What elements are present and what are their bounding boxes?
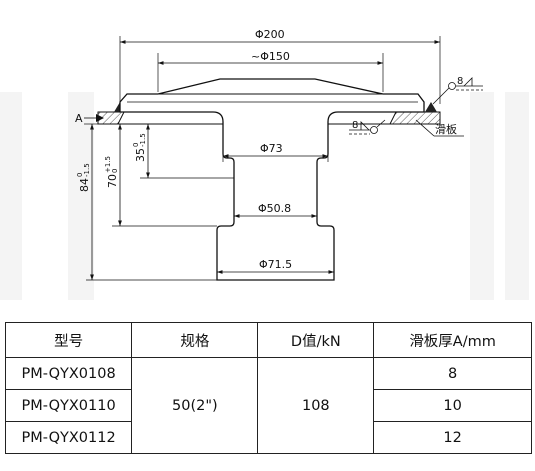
dim-d50-8: Φ50.8 [258,202,291,215]
dim-h35: 35 0 -1.5 [132,133,147,162]
watermark-bar [505,92,529,300]
dim-d150: ~Φ150 [251,50,290,63]
thickness-cell: 10 [373,389,532,422]
part-outline [119,78,425,281]
d-value-cell: 108 [257,357,375,454]
weld-fillet-right [425,102,437,112]
svg-text:0: 0 [132,143,140,147]
extension-lines [84,36,441,281]
weld-size-bottom: 8 [352,120,358,131]
header-spec: 规格 [131,322,259,358]
header-model: 型号 [4,322,133,358]
svg-text:70: 70 [106,174,119,188]
technical-drawing: A 8 8 滑板 Φ200 ~Φ150 Φ73 Φ50.8 Φ71.5 84 0… [75,28,483,281]
dim-d73: Φ73 [260,142,283,155]
weld-size-top: 8 [457,76,463,87]
svg-text:-1.5: -1.5 [83,163,91,177]
slide-plate-label: 滑板 [435,122,457,136]
dim-d71-5: Φ71.5 [259,258,292,271]
table-row: PM-QYX0110 10 [4,389,532,422]
spec-table: 型号 规格 D值/kN 滑板厚A/mm PM-QYX0108 50(2") 10… [4,322,532,454]
header-d-value: D值/kN [257,322,375,358]
svg-text:84: 84 [78,178,91,192]
dim-h70: 70 +1.5 0 [104,156,119,188]
watermark-bar [68,92,94,300]
thickness-cell: 8 [373,357,532,390]
slide-plate-leader [415,119,464,137]
dim-h84: 84 0 -1.5 [76,163,91,192]
thickness-cell: 12 [373,421,532,454]
dim-d200: Φ200 [255,28,285,41]
svg-text:0: 0 [76,173,84,177]
datum-a-marker: A [75,112,104,125]
weld-symbol-bottom [349,119,386,135]
model-cell: PM-QYX0112 [4,421,133,454]
svg-text:+1.5: +1.5 [104,156,112,173]
dimension-lines [90,40,440,280]
table-header-row: 型号 规格 D值/kN 滑板厚A/mm [4,322,532,358]
svg-text:0: 0 [111,169,119,173]
model-cell: PM-QYX0108 [4,357,133,390]
header-thickness: 滑板厚A/mm [373,322,532,358]
weld-symbol-top [432,77,483,105]
datum-a-label: A [75,112,83,125]
spec-cell: 50(2") [131,357,259,454]
watermark-bar [0,92,22,300]
svg-text:35: 35 [134,148,147,162]
model-cell: PM-QYX0110 [4,389,133,422]
svg-text:-1.5: -1.5 [139,133,147,147]
table-row: PM-QYX0112 12 [4,421,532,454]
table-row: PM-QYX0108 50(2") 108 8 [4,357,532,454]
watermark-bar [470,92,494,300]
